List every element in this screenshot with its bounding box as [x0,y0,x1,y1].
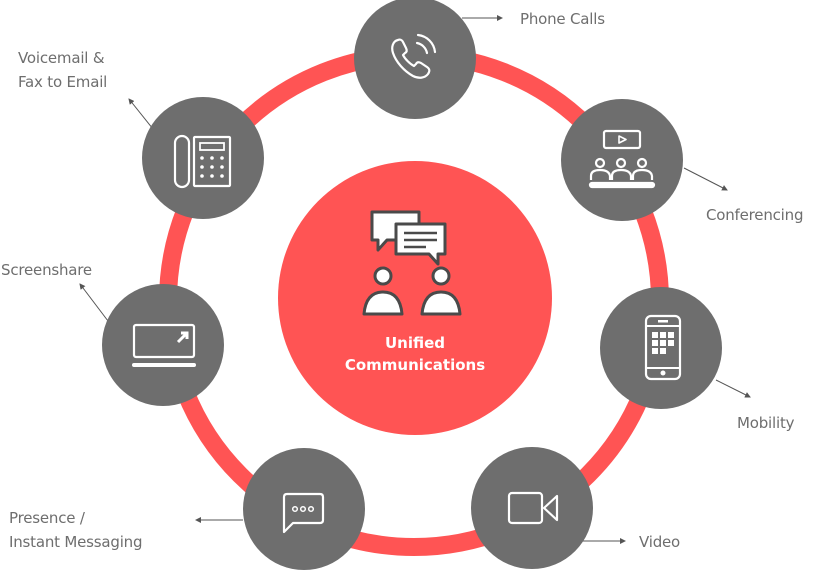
node-video [471,447,593,569]
center-title-line1: Unified [384,334,446,352]
arrow-screenshare [79,283,109,322]
node-presence-im [243,448,365,570]
video-camera-icon [507,491,559,525]
phone-call-icon [391,33,437,79]
smartphone-icon [644,314,682,381]
center-title: Unified Communications [315,332,515,376]
node-screenshare [102,284,224,406]
arrows [79,15,751,544]
label-screenshare: Screenshare [1,261,92,279]
arrow-voicemail-fax [128,98,154,130]
label-presence-im: Presence / Instant Messaging [9,509,143,551]
node-voicemail-fax [142,97,264,219]
chat-people-icon [362,210,462,316]
label-conferencing: Conferencing [706,206,804,224]
chat-bubble-icon [282,492,325,534]
center-hub [278,161,552,435]
node-conferencing [561,99,683,221]
label-phone-calls: Phone Calls [520,10,605,28]
laptop-share-icon [132,323,196,367]
arrow-mobility [715,379,751,398]
label-voicemail-fax: Voicemail & Fax to Email [18,49,108,91]
conference-icon [588,129,656,189]
node-mobility [600,287,722,409]
center-title-line2: Communications [344,356,486,374]
desk-phone-icon [173,134,232,189]
arrow-conferencing [683,167,728,191]
node-phone-calls [354,0,476,119]
label-video: Video [639,533,681,551]
label-mobility: Mobility [737,414,795,432]
